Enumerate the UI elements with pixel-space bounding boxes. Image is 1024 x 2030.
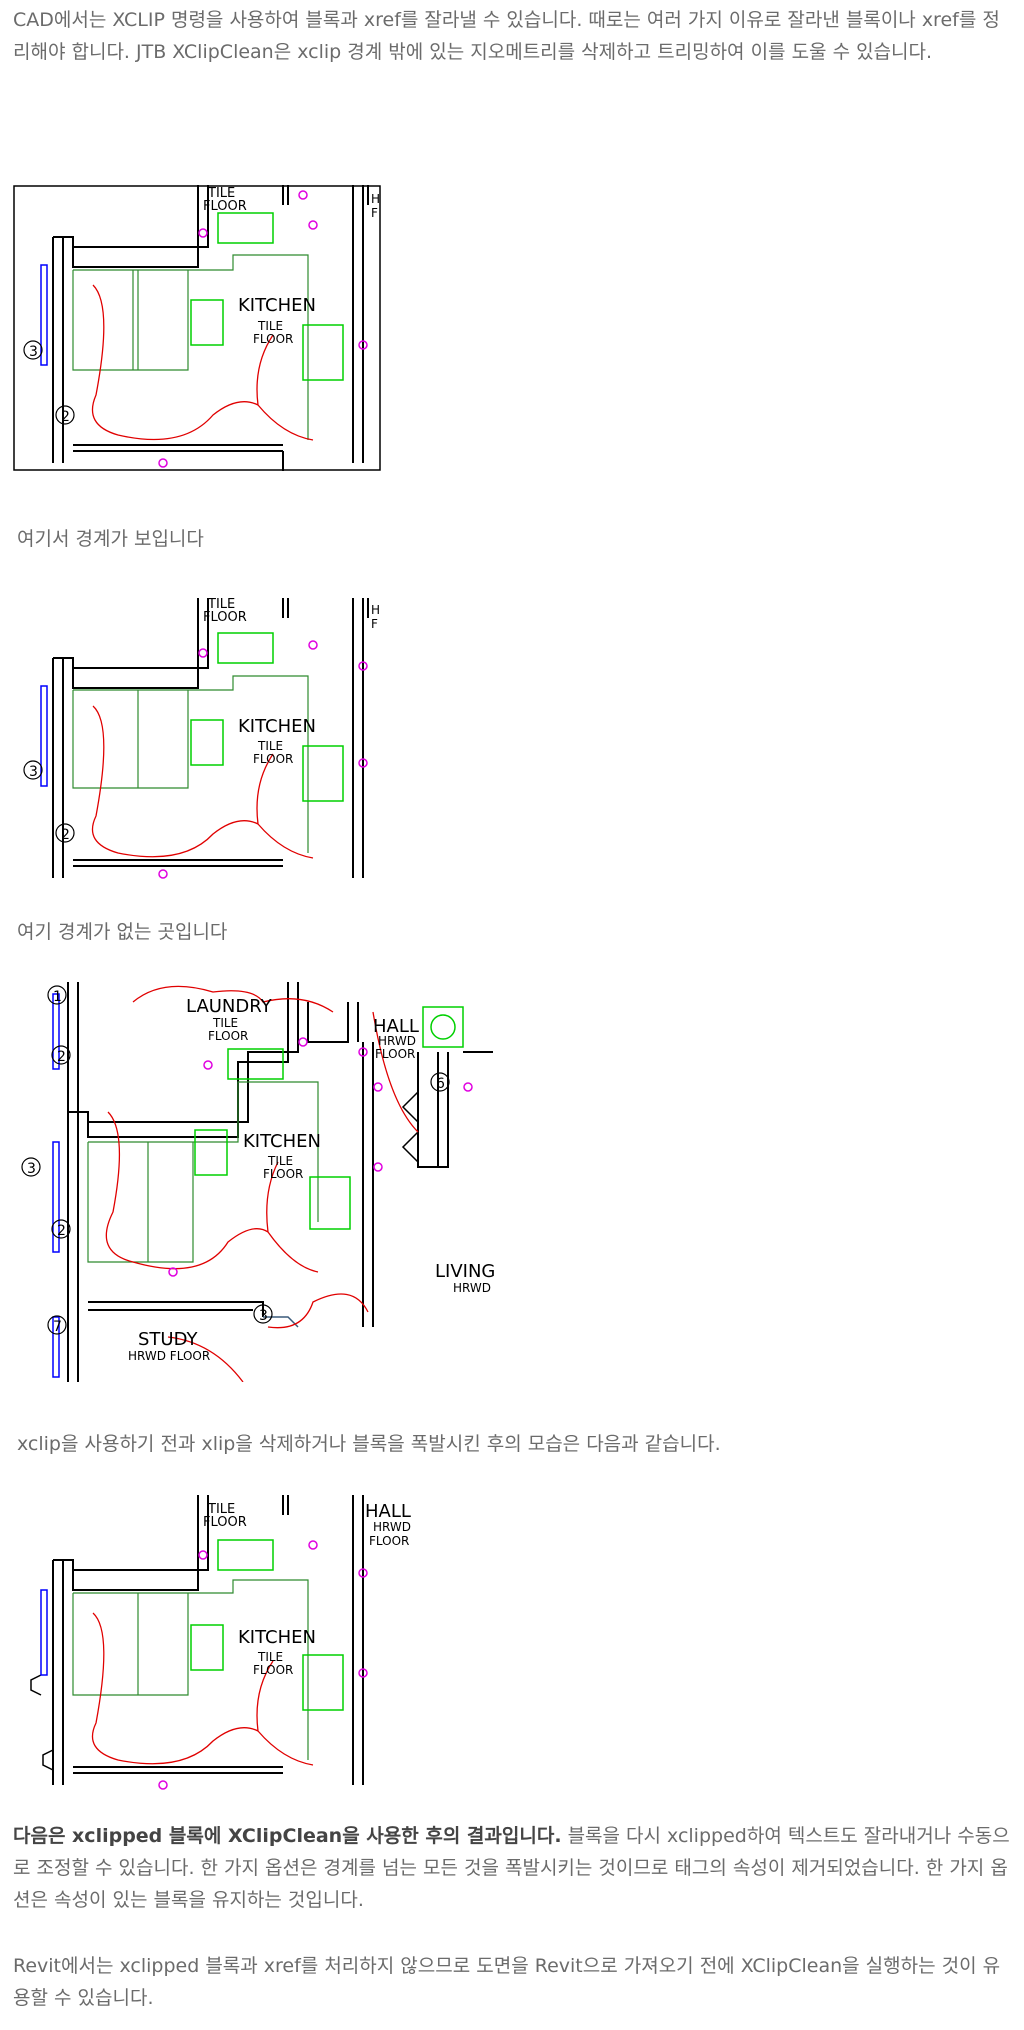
svg-text:TILE: TILE bbox=[207, 186, 235, 201]
caption-no-boundary: 여기 경계가 없는 곳입니다 bbox=[17, 921, 228, 943]
svg-text:3: 3 bbox=[259, 1308, 268, 1324]
svg-text:FLOOR: FLOOR bbox=[253, 1663, 293, 1677]
svg-text:H: H bbox=[371, 603, 380, 617]
svg-text:TILE: TILE bbox=[257, 319, 283, 333]
svg-text:HRWD: HRWD bbox=[453, 1281, 491, 1295]
xclipclean-result-image: TILE FLOOR KITCHEN TILE FLOOR HALL HRWD … bbox=[13, 1495, 413, 1797]
svg-text:FLOOR: FLOOR bbox=[203, 610, 247, 625]
svg-text:HALL: HALL bbox=[365, 1501, 411, 1522]
result-paragraph: 다음은 xclipped 블록에 XClipClean을 사용한 후의 결과입니… bbox=[13, 1820, 1013, 1916]
unclipped-plan-image: 1 2 3 2 7 3 6 LAUNDRY TILE FLOOR HALL HR… bbox=[13, 982, 503, 1382]
svg-text:FLOOR: FLOOR bbox=[369, 1534, 409, 1548]
svg-text:FLOOR: FLOOR bbox=[253, 752, 293, 766]
intro-paragraph: CAD에서는 XCLIP 명령을 사용하여 블록과 xref를 잘라낼 수 있습… bbox=[13, 9, 1000, 63]
svg-text:F: F bbox=[371, 206, 378, 220]
svg-text:TILE: TILE bbox=[207, 598, 235, 612]
tag-6: 6 bbox=[436, 1076, 445, 1092]
svg-text:TILE: TILE bbox=[267, 1154, 293, 1168]
svg-text:HRWD FLOOR: HRWD FLOOR bbox=[128, 1349, 210, 1363]
svg-text:2: 2 bbox=[61, 827, 70, 843]
svg-text:3: 3 bbox=[29, 764, 38, 780]
result-body-text: 블록을 다시 xclipped하여 텍스트도 잘라내거나 수동으로 조정할 수 … bbox=[13, 1825, 1010, 1911]
svg-text:KITCHEN: KITCHEN bbox=[238, 716, 316, 737]
tag-1: 1 bbox=[53, 989, 62, 1005]
study-label: STUDY bbox=[138, 1329, 198, 1350]
svg-text:TILE: TILE bbox=[257, 1650, 283, 1664]
living-label: LIVING bbox=[435, 1261, 495, 1282]
caption-before-after: xclip을 사용하기 전과 xlip을 삭제하거나 블록을 폭발시킨 후의 모… bbox=[17, 1433, 721, 1455]
svg-text:HRWD: HRWD bbox=[373, 1520, 411, 1534]
tag-2: 2 bbox=[61, 409, 70, 425]
tag-3: 3 bbox=[29, 344, 38, 360]
svg-text:H: H bbox=[371, 192, 380, 206]
xclip-boundary-image: 3 2 TILE FLOOR KITCHEN TILE FLOOR H F bbox=[13, 598, 381, 880]
hall-label: HALL bbox=[373, 1016, 419, 1037]
svg-text:KITCHEN: KITCHEN bbox=[243, 1131, 321, 1152]
laundry-label: LAUNDRY bbox=[186, 996, 273, 1017]
svg-text:FLOOR: FLOOR bbox=[203, 1515, 247, 1530]
svg-text:FLOOR: FLOOR bbox=[253, 332, 293, 346]
kitchen-label: KITCHEN bbox=[238, 295, 316, 316]
svg-text:3: 3 bbox=[27, 1161, 36, 1177]
tag-7: 7 bbox=[53, 1319, 62, 1335]
revit-note-paragraph: Revit에서는 xclipped 블록과 xref를 처리하지 않으므로 도면… bbox=[13, 1955, 1001, 2009]
svg-text:FLOOR: FLOOR bbox=[208, 1029, 248, 1043]
xclip-with-boundary-image: 3 2 TILE FLOOR KITCHEN TILE FLOOR H F bbox=[13, 185, 381, 471]
result-bold-text: 다음은 xclipped 블록에 XClipClean을 사용한 후의 결과입니… bbox=[13, 1825, 562, 1847]
svg-text:KITCHEN: KITCHEN bbox=[238, 1627, 316, 1648]
svg-text:2: 2 bbox=[57, 1223, 66, 1239]
svg-text:TILE: TILE bbox=[257, 739, 283, 753]
svg-text:TILE: TILE bbox=[212, 1016, 238, 1030]
svg-text:FLOOR: FLOOR bbox=[375, 1047, 415, 1061]
svg-text:FLOOR: FLOOR bbox=[203, 199, 247, 214]
svg-text:2: 2 bbox=[57, 1049, 66, 1065]
svg-text:FLOOR: FLOOR bbox=[263, 1167, 303, 1181]
caption-boundary-shown: 여기서 경계가 보입니다 bbox=[17, 528, 204, 550]
svg-text:HRWD: HRWD bbox=[378, 1034, 416, 1048]
svg-text:TILE: TILE bbox=[207, 1502, 235, 1517]
svg-text:F: F bbox=[371, 617, 378, 631]
